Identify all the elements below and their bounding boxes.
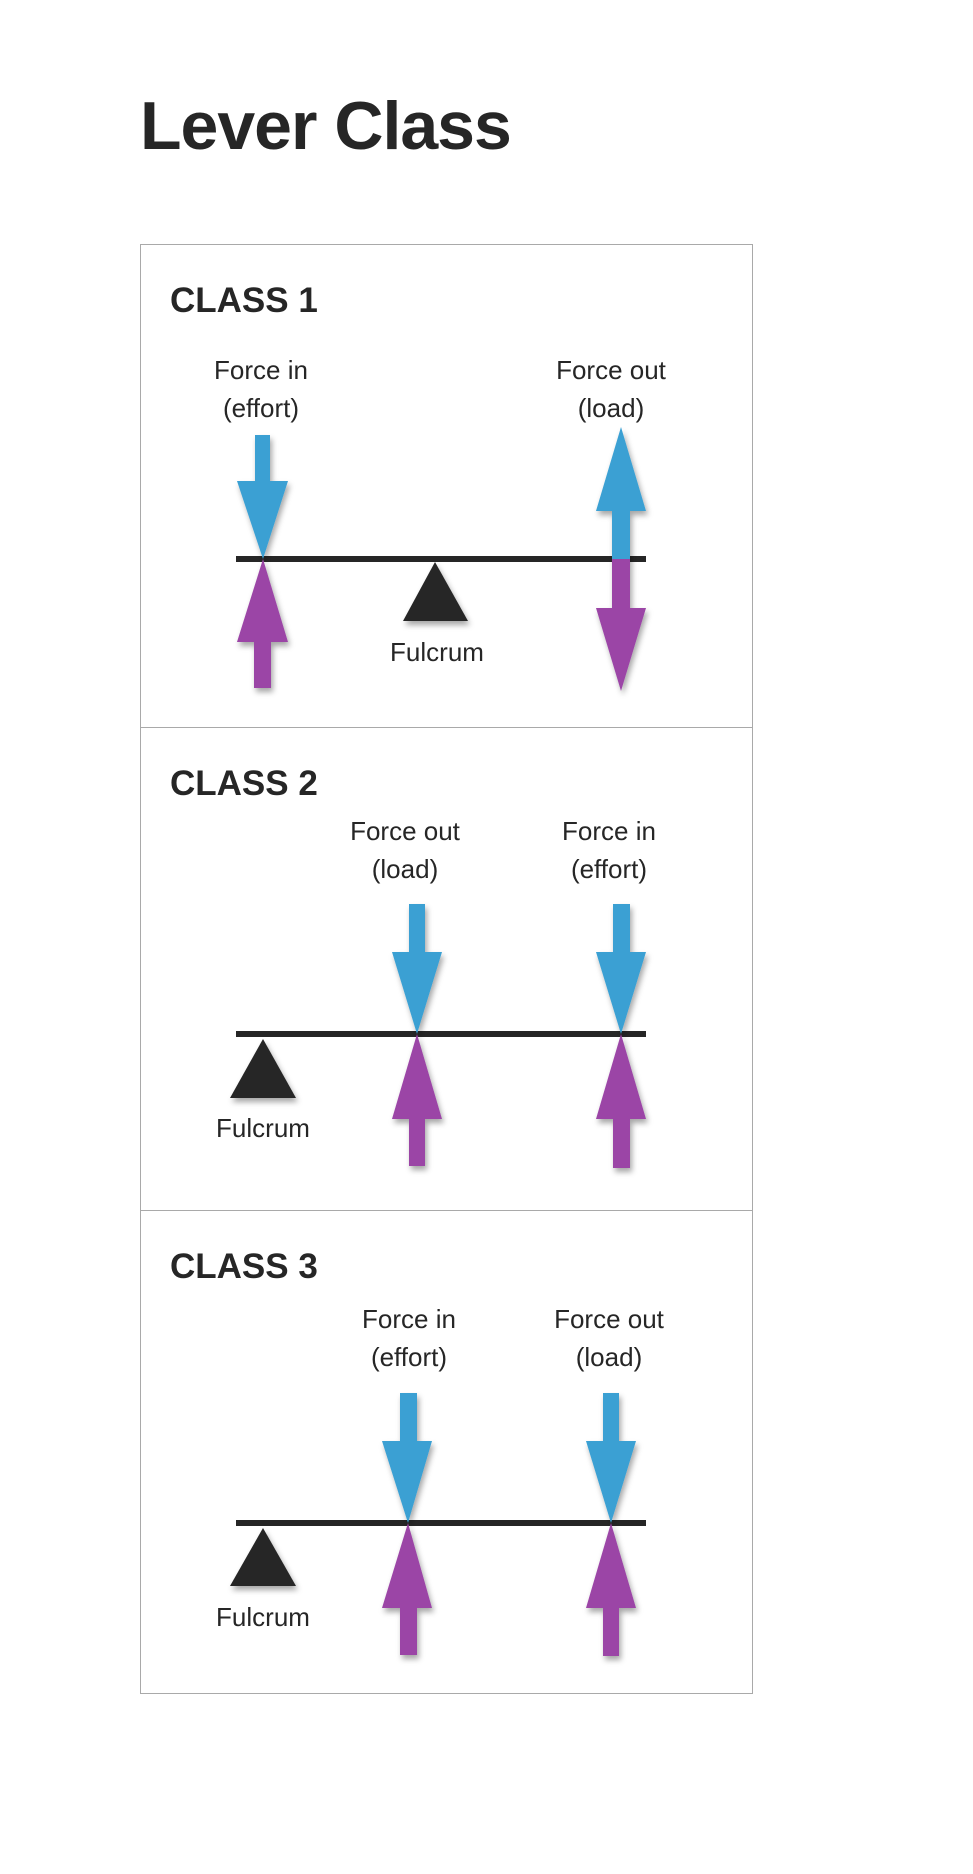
class-2-title: CLASS 2 [170, 764, 318, 803]
force-in-label-line2: (effort) [370, 1342, 448, 1372]
force-out-label-line2: (load) [371, 854, 439, 884]
force-out-label: Force out (load) [320, 812, 490, 888]
force-out-arrow-icon [596, 427, 646, 559]
force-out-label-line1: Force out [350, 816, 460, 846]
force-out-label-line2: (load) [577, 393, 645, 423]
class-3-panel: CLASS 3 Force in (effort) Force out (loa… [140, 1210, 753, 1694]
force-out-label: Force out (load) [524, 1300, 694, 1376]
reaction-up-arrow-icon [392, 1034, 442, 1166]
force-in-label-line1: Force in [562, 816, 656, 846]
class-3-title: CLASS 3 [170, 1247, 318, 1286]
fulcrum-triangle-icon [230, 1039, 296, 1098]
class-2-panel: CLASS 2 Force out (load) Force in (effor… [140, 727, 753, 1211]
force-in-label: Force in (effort) [524, 812, 694, 888]
force-in-label-line2: (effort) [222, 393, 300, 423]
force-in-arrow-icon [596, 904, 646, 1034]
force-out-label-line2: (load) [575, 1342, 643, 1372]
force-in-label-line2: (effort) [570, 854, 648, 884]
force-in-label-line1: Force in [214, 355, 308, 385]
force-in-label: Force in (effort) [324, 1300, 494, 1376]
fulcrum-label: Fulcrum [216, 1602, 310, 1632]
class-1-title: CLASS 1 [170, 281, 318, 320]
class-2-diagram [230, 904, 646, 1168]
reaction-up-arrow-icon [237, 559, 288, 688]
force-out-label: Force out (load) [526, 351, 696, 427]
fulcrum-label: Fulcrum [216, 1113, 310, 1143]
force-in-label-line1: Force in [362, 1304, 456, 1334]
page-title: Lever Class [140, 88, 512, 164]
class-1-diagram [236, 427, 646, 691]
fulcrum-label: Fulcrum [390, 637, 484, 667]
class-3-diagram [230, 1393, 646, 1656]
reaction-up-arrow-icon [382, 1523, 432, 1655]
fulcrum-triangle-icon [403, 562, 468, 621]
class-1-panel: CLASS 1 Force in (effort) Force out (loa… [140, 244, 753, 728]
fulcrum-triangle-icon [230, 1528, 296, 1586]
force-in-arrow-icon [382, 1393, 432, 1523]
reaction-up-arrow-icon [586, 1523, 636, 1656]
force-in-label: Force in (effort) [176, 351, 346, 427]
force-in-arrow-icon [237, 435, 288, 559]
force-out-label-line1: Force out [554, 1304, 664, 1334]
force-out-label-line1: Force out [556, 355, 666, 385]
force-out-arrow-icon [392, 904, 442, 1034]
reaction-up-arrow-icon [596, 1034, 646, 1168]
force-out-arrow-icon [586, 1393, 636, 1523]
reaction-down-arrow-icon [596, 559, 646, 691]
